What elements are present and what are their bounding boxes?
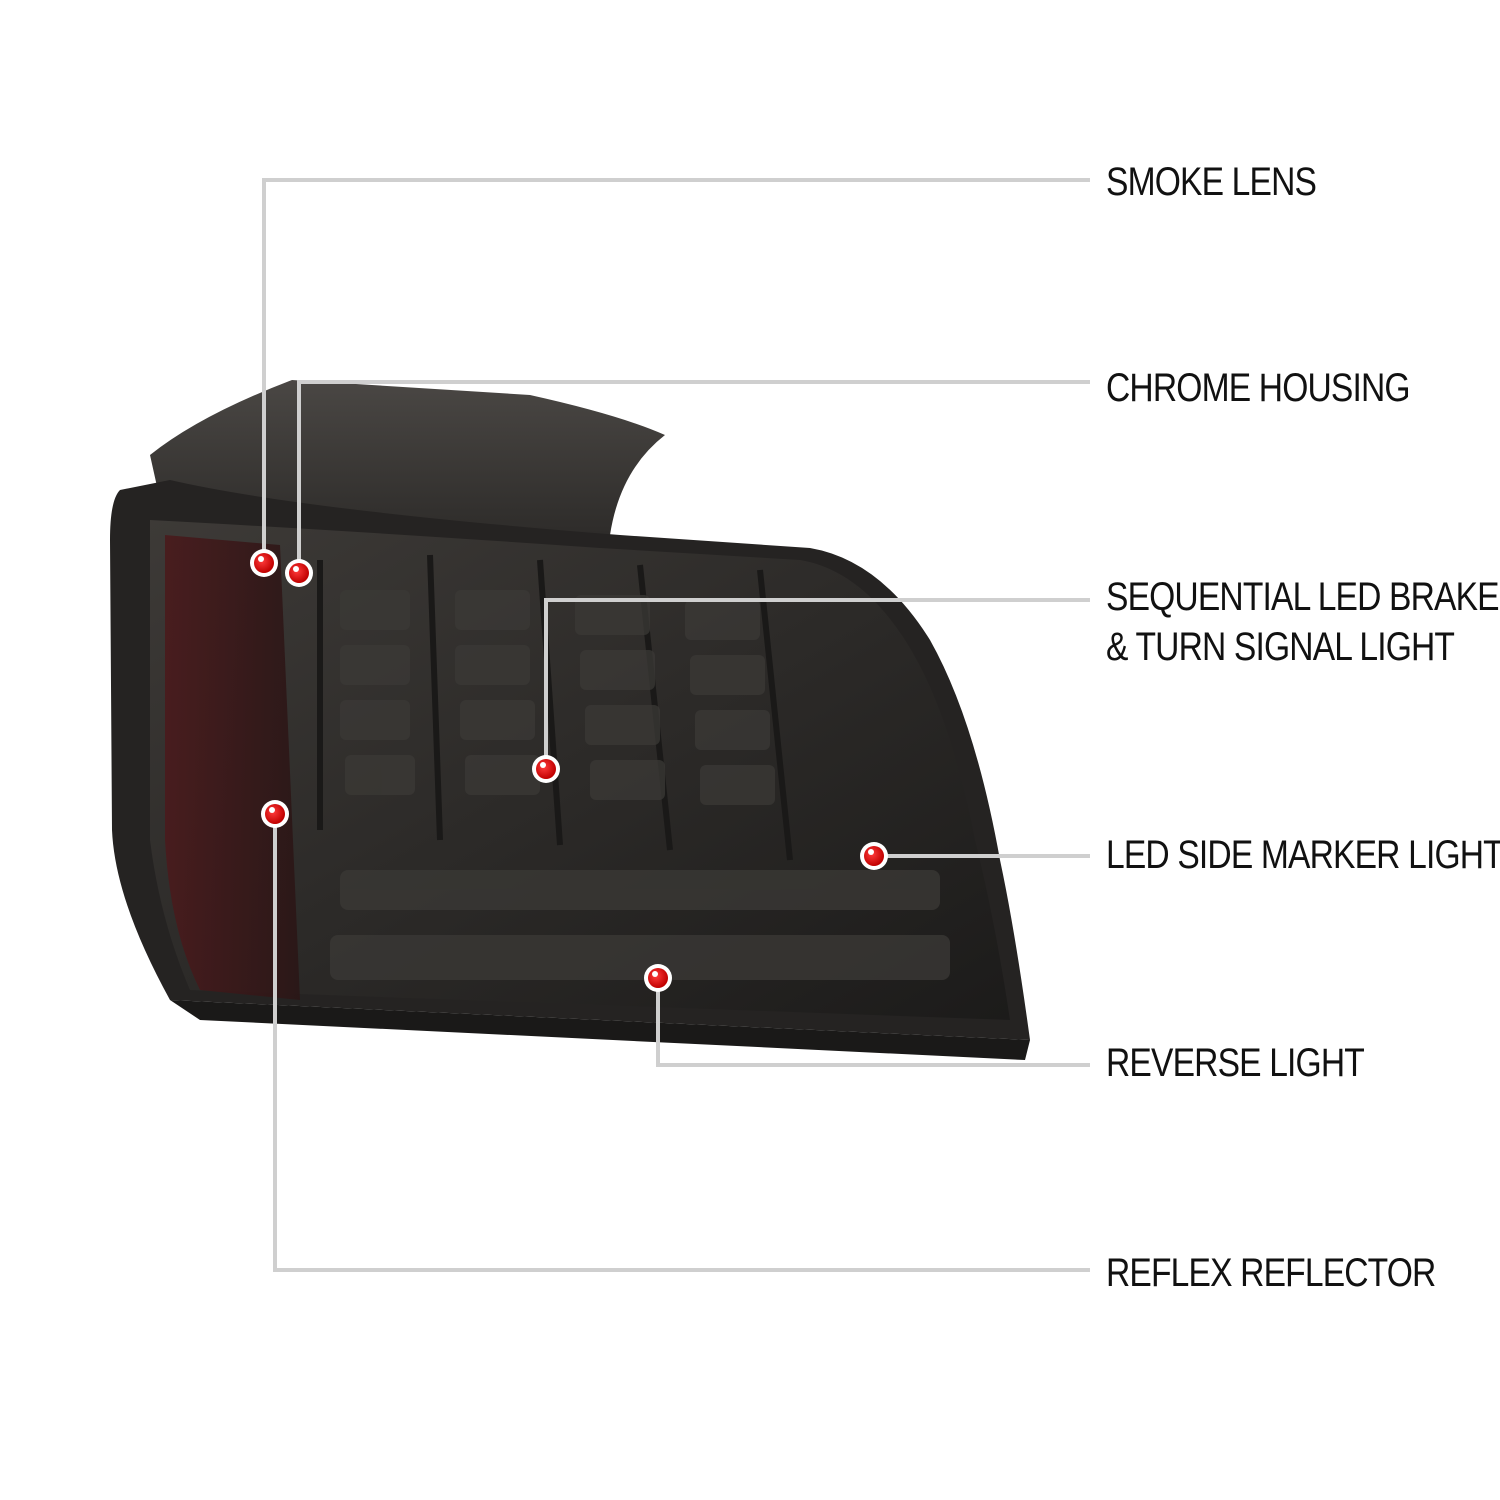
- marker-dot-chrome-housing: [285, 559, 313, 587]
- marker-dot-led-side-marker: [860, 842, 888, 870]
- label-reflex-reflector: REFLEX REFLECTOR: [1106, 1248, 1436, 1298]
- marker-dot-sequential-led: [532, 755, 560, 783]
- label-sequential-led-line-1: SEQUENTIAL LED BRAKE: [1106, 575, 1500, 619]
- label-led-side-marker-line-1: LED SIDE MARKER LIGHT: [1106, 833, 1500, 877]
- label-reverse-light: REVERSE LIGHT: [1106, 1038, 1365, 1088]
- label-smoke-lens: SMOKE LENS: [1106, 157, 1317, 207]
- led-grid: [340, 590, 775, 805]
- housing-bottom-edge: [170, 1000, 1030, 1060]
- marker-dot-reflex-reflector: [261, 800, 289, 828]
- label-led-side-marker: LED SIDE MARKER LIGHT: [1106, 830, 1500, 880]
- label-sequential-led-line-2: & TURN SIGNAL LIGHT: [1106, 625, 1455, 669]
- label-sequential-led: SEQUENTIAL LED BRAKE & TURN SIGNAL LIGHT: [1106, 572, 1500, 672]
- label-smoke-lens-line-1: SMOKE LENS: [1106, 160, 1317, 204]
- reflector-area: [165, 535, 300, 1000]
- leader-lines: [262, 178, 1090, 1272]
- leader-sequential-led: [544, 598, 1090, 769]
- label-reflex-reflector-line-1: REFLEX REFLECTOR: [1106, 1251, 1436, 1295]
- label-chrome-housing-line-1: CHROME HOUSING: [1106, 366, 1411, 410]
- label-chrome-housing: CHROME HOUSING: [1106, 363, 1411, 413]
- leader-reflex-reflector: [273, 814, 1090, 1272]
- leader-reverse-light: [656, 978, 1090, 1067]
- housing-top-flange: [150, 380, 665, 535]
- tail-light-image: [110, 380, 1030, 1060]
- marker-dot-smoke-lens: [250, 549, 278, 577]
- leader-smoke-lens: [262, 178, 1090, 563]
- marker-dots: [250, 549, 888, 992]
- marker-dot-reverse-light: [644, 964, 672, 992]
- reverse-section: [330, 870, 950, 980]
- leader-chrome-housing: [297, 380, 1090, 573]
- label-reverse-light-line-1: REVERSE LIGHT: [1106, 1041, 1365, 1085]
